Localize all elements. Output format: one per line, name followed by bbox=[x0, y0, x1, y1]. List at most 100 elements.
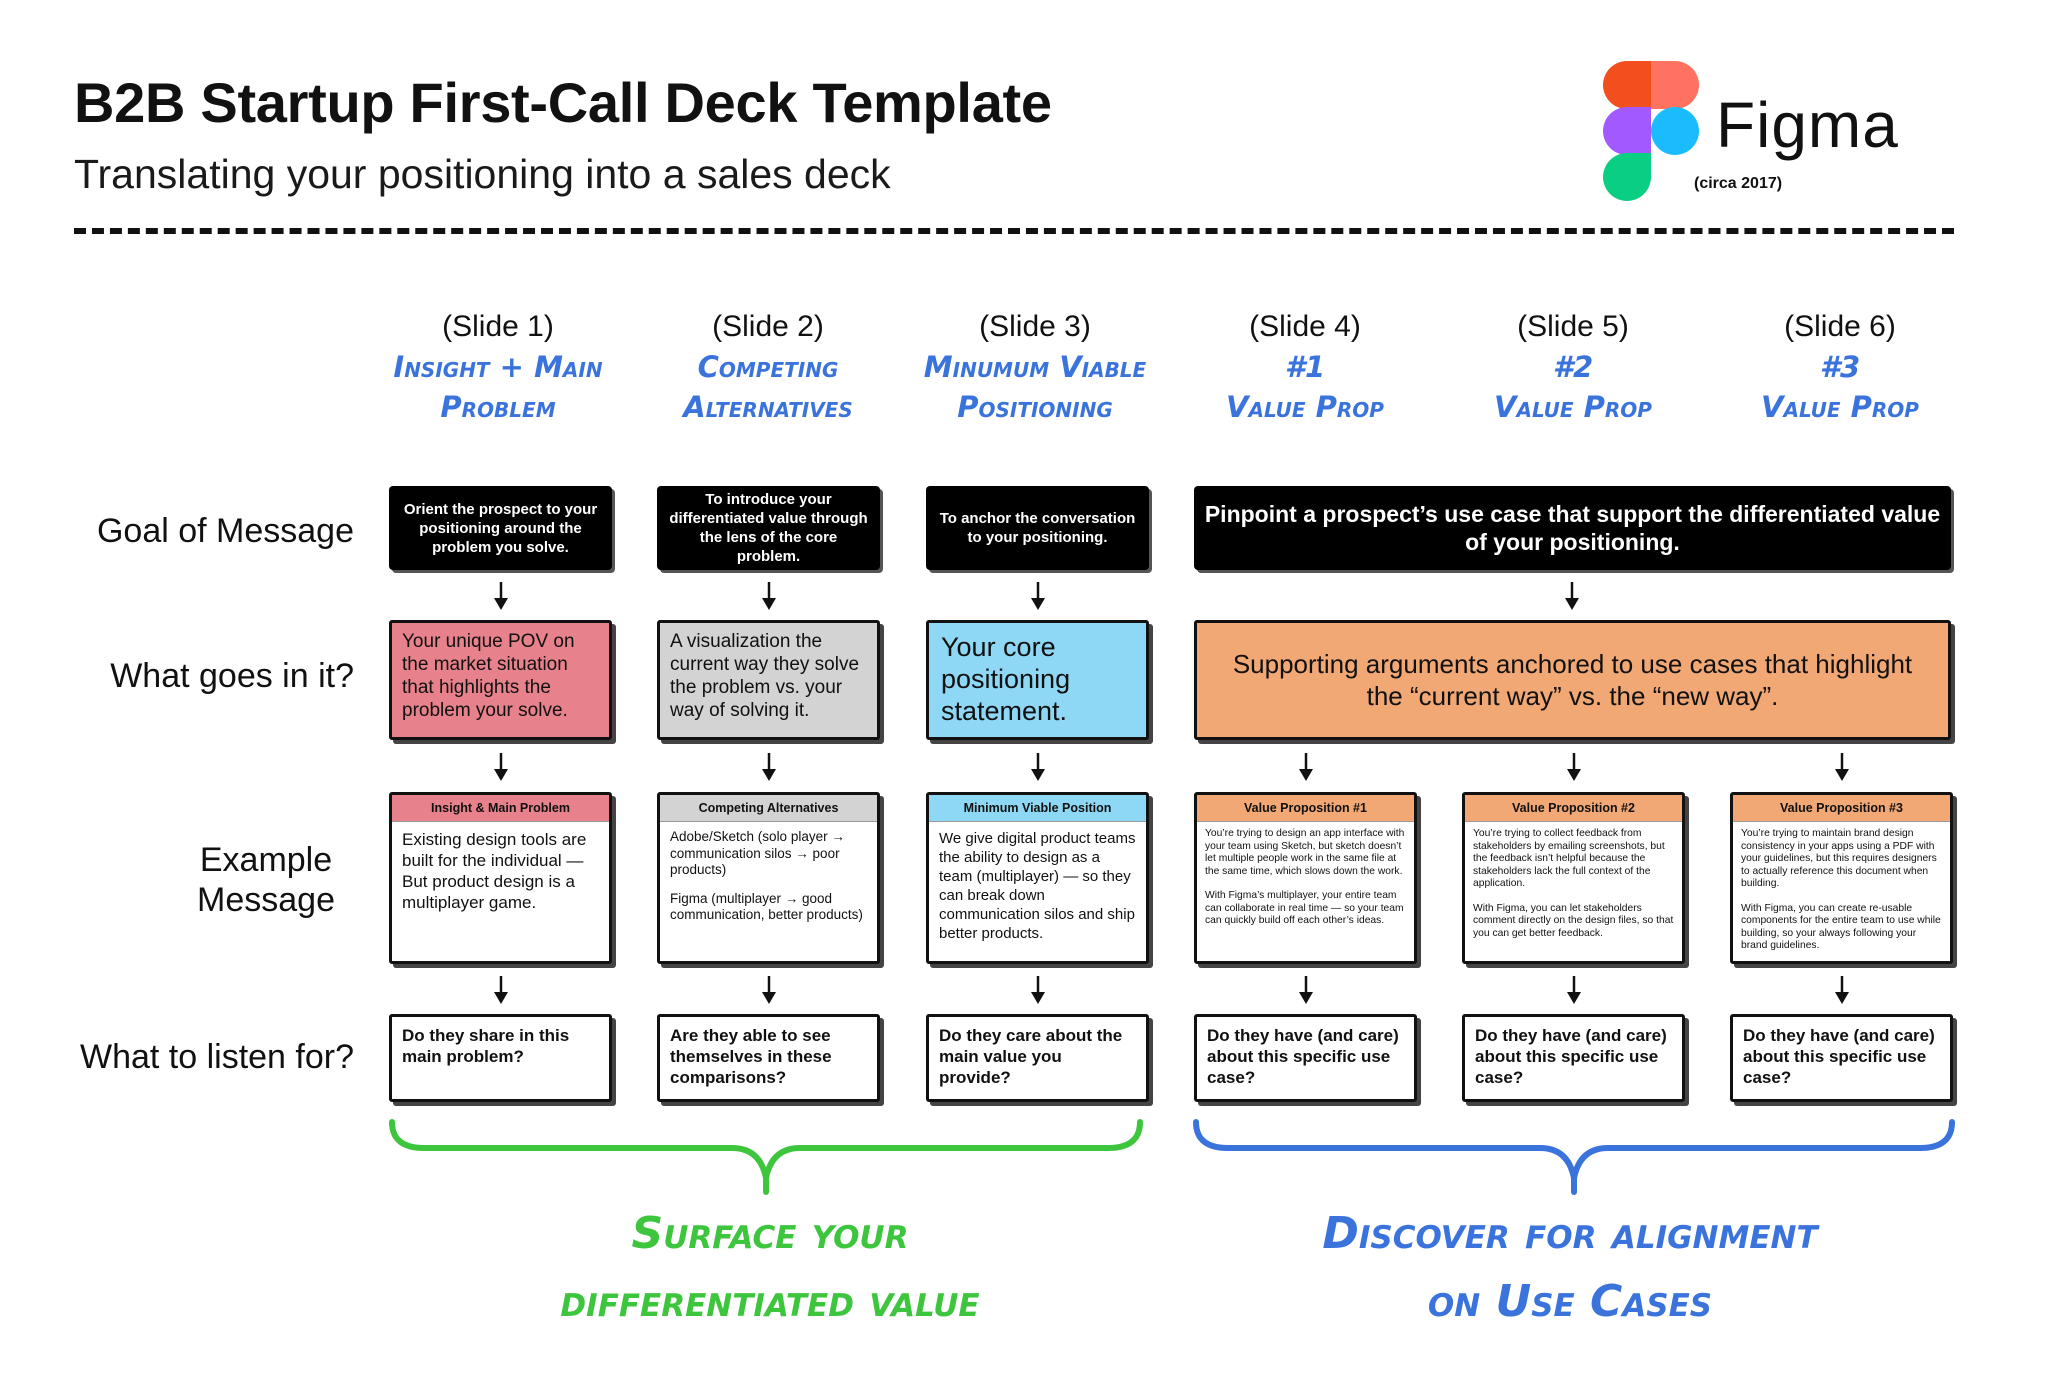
row-label-example: Example Message bbox=[164, 840, 368, 920]
card-paragraph: Adobe/Sketch (solo player → communicatio… bbox=[670, 829, 845, 877]
arrow-down-icon bbox=[1031, 582, 1045, 610]
content-box-value-props: Supporting arguments anchored to use cas… bbox=[1194, 620, 1951, 740]
arrow-down-icon bbox=[1299, 976, 1313, 1004]
caption-line1: Surface your bbox=[631, 1208, 909, 1259]
card-paragraph: With Figma, you can create re-usable com… bbox=[1741, 902, 1941, 952]
brace-green-icon bbox=[389, 1119, 1143, 1195]
card-paragraph: We give digital product teams the abilit… bbox=[939, 830, 1136, 942]
arrow-down-icon bbox=[1031, 753, 1045, 781]
example-card-slide-2: Competing Alternatives Adobe/Sketch (sol… bbox=[657, 792, 880, 964]
card-paragraph: You’re trying to design an app interface… bbox=[1205, 828, 1405, 877]
listen-box-value-prop-1: Do they have (and care) about this speci… bbox=[1194, 1014, 1417, 1102]
row-label-example-line1: Example bbox=[199, 841, 333, 879]
arrow-down-icon bbox=[1835, 976, 1849, 1004]
card-paragraph: You’re trying to maintain brand design c… bbox=[1741, 828, 1937, 889]
logo-wordmark: Figma bbox=[1716, 89, 1899, 161]
content-box-slide-1: Your unique POV on the market situation … bbox=[389, 620, 612, 740]
row-label-listen: What to listen for? bbox=[79, 1038, 354, 1076]
slide-name-line1: #1 bbox=[1284, 350, 1326, 384]
goal-box-slide-1: Orient the prospect to your positioning … bbox=[389, 486, 612, 570]
column-header-slide-1: (Slide 1) Insight + Main Problem bbox=[378, 310, 618, 427]
column-header-slide-3: (Slide 3) Minumum Viable Positioning bbox=[915, 310, 1155, 427]
caption-line2: on Use Cases bbox=[1427, 1276, 1713, 1327]
goal-box-value-props: Pinpoint a prospect’s use case that supp… bbox=[1194, 486, 1951, 570]
card-header: Insight & Main Problem bbox=[392, 795, 609, 822]
caption-line2: differentiated value bbox=[560, 1276, 980, 1327]
listen-box-slide-1: Do they share in this main problem? bbox=[389, 1014, 612, 1102]
listen-box-value-prop-3: Do they have (and care) about this speci… bbox=[1730, 1014, 1953, 1102]
card-header: Minimum Viable Position bbox=[929, 795, 1146, 822]
slide-name-line2: Value Prop bbox=[1494, 390, 1652, 424]
slide-number: (Slide 1) bbox=[442, 310, 554, 343]
slide-number: (Slide 5) bbox=[1517, 310, 1629, 343]
slide-name-line2: Value Prop bbox=[1761, 390, 1919, 424]
arrow-down-icon bbox=[494, 976, 508, 1004]
slide-number: (Slide 4) bbox=[1249, 310, 1361, 343]
goal-box-slide-2: To introduce your differentiated value t… bbox=[657, 486, 880, 570]
row-label-goal: Goal of Message bbox=[96, 512, 354, 550]
card-body: Adobe/Sketch (solo player → communicatio… bbox=[660, 822, 877, 943]
content-box-slide-2: A visualization the current way they sol… bbox=[657, 620, 880, 740]
dashed-divider bbox=[74, 228, 1954, 234]
slide-name-line1: #2 bbox=[1552, 350, 1594, 384]
arrow-down-icon bbox=[1567, 976, 1581, 1004]
slide-number: (Slide 6) bbox=[1784, 310, 1896, 343]
listen-box-slide-3: Do they care about the main value you pr… bbox=[926, 1014, 1149, 1102]
arrow-down-icon bbox=[762, 582, 776, 610]
example-card-slide-3: Minimum Viable Position We give digital … bbox=[926, 792, 1149, 964]
slide-number: (Slide 3) bbox=[979, 310, 1091, 343]
figma-logo-icon bbox=[1603, 61, 1699, 201]
slide-name-line1: Insight + Main bbox=[393, 350, 603, 384]
column-header-slide-6: (Slide 6) #3 Value Prop bbox=[1720, 310, 1960, 427]
slide-name-line2: Positioning bbox=[957, 390, 1113, 424]
row-label-content: What goes in it? bbox=[110, 657, 354, 695]
example-card-value-prop-2: Value Proposition #2 You’re trying to co… bbox=[1462, 792, 1685, 964]
card-body: Existing design tools are built for the … bbox=[392, 822, 609, 932]
card-paragraph: Figma (multiplayer → good communication,… bbox=[670, 890, 863, 923]
goal-box-slide-3: To anchor the conversation to your posit… bbox=[926, 486, 1149, 570]
slide-name-line1: Minumum Viable bbox=[923, 350, 1147, 384]
example-card-value-prop-1: Value Proposition #1 You’re trying to de… bbox=[1194, 792, 1417, 964]
bottom-caption-discover-use-cases: Discover for alignment on Use Cases bbox=[1210, 1200, 1930, 1336]
page-subtitle: Translating your positioning into a sale… bbox=[74, 151, 891, 197]
card-paragraph: Existing design tools are built for the … bbox=[402, 830, 587, 912]
logo-note: (circa 2017) bbox=[1694, 175, 1783, 192]
caption-line1: Discover for alignment bbox=[1322, 1208, 1818, 1259]
card-paragraph: With Figma’s multiplayer, your entire te… bbox=[1205, 890, 1404, 926]
example-card-slide-1: Insight & Main Problem Existing design t… bbox=[389, 792, 612, 964]
content-box-slide-3: Your core positioning statement. bbox=[926, 620, 1149, 740]
arrow-down-icon bbox=[1299, 753, 1313, 781]
arrow-down-icon bbox=[494, 582, 508, 610]
card-header: Value Proposition #2 bbox=[1465, 795, 1682, 822]
slide-name-line2: Value Prop bbox=[1226, 390, 1384, 424]
listen-box-slide-2: Are they able to see themselves in these… bbox=[657, 1014, 880, 1102]
card-header: Value Proposition #3 bbox=[1733, 795, 1950, 822]
slide-number: (Slide 2) bbox=[712, 310, 824, 343]
arrow-down-icon bbox=[1567, 753, 1581, 781]
slide-name-line1: Competing bbox=[697, 350, 839, 384]
page-title: B2B Startup First-Call Deck Template bbox=[74, 71, 1052, 134]
card-paragraph: With Figma, you can let stakeholders com… bbox=[1473, 902, 1674, 939]
card-body: You’re trying to collect feedback from s… bbox=[1465, 822, 1682, 958]
column-header-slide-5: (Slide 5) #2 Value Prop bbox=[1453, 310, 1693, 427]
arrow-down-icon bbox=[762, 753, 776, 781]
arrow-down-icon bbox=[1031, 976, 1045, 1004]
slide-name-line2: Alternatives bbox=[683, 390, 853, 424]
card-header: Value Proposition #1 bbox=[1197, 795, 1414, 822]
column-header-slide-2: (Slide 2) Competing Alternatives bbox=[648, 310, 888, 427]
slide-name-line2: Problem bbox=[440, 390, 556, 424]
arrow-down-icon bbox=[762, 976, 776, 1004]
brace-blue-icon bbox=[1193, 1119, 1955, 1195]
arrow-down-icon bbox=[494, 753, 508, 781]
example-card-value-prop-3: Value Proposition #3 You’re trying to ma… bbox=[1730, 792, 1953, 964]
card-paragraph: You’re trying to collect feedback from s… bbox=[1473, 828, 1665, 889]
slide-name-line1: #3 bbox=[1819, 350, 1861, 384]
arrow-down-icon bbox=[1835, 753, 1849, 781]
bottom-caption-surface-value: Surface your differentiated value bbox=[420, 1200, 1120, 1336]
card-body: You’re trying to maintain brand design c… bbox=[1733, 822, 1950, 961]
card-header: Competing Alternatives bbox=[660, 795, 877, 822]
row-label-example-line2: Message bbox=[197, 881, 335, 919]
card-body: We give digital product teams the abilit… bbox=[929, 822, 1146, 961]
card-body: You’re trying to design an app interface… bbox=[1197, 822, 1414, 946]
column-header-slide-4: (Slide 4) #1 Value Prop bbox=[1185, 310, 1425, 427]
